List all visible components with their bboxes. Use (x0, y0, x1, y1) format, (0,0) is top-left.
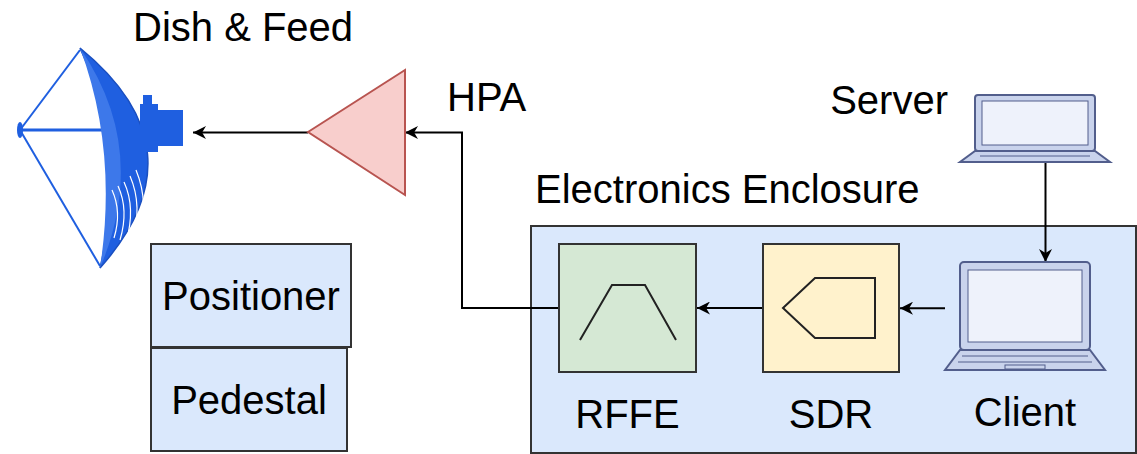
process-box: RFFE (558, 243, 697, 373)
signal-arrow (1045, 162, 1047, 262)
part-label: Electronics Enclosure (535, 166, 920, 212)
label-holder: Dish & Feed (133, 4, 353, 50)
box-label: Positioner (162, 273, 340, 319)
laptop-icon (945, 262, 1105, 370)
dish-grill (130, 176, 137, 242)
dish-grill (112, 190, 118, 238)
box-label: Pedestal (171, 377, 327, 423)
laptop-screen (975, 95, 1095, 151)
filter-symbol (580, 285, 676, 340)
laptop-trackpad (1005, 365, 1045, 369)
sdr-symbol (783, 278, 875, 338)
feed-horn (156, 110, 183, 146)
dish-face (80, 48, 121, 268)
part-label: HPA (447, 74, 526, 120)
part-label: RFFE (575, 391, 679, 437)
feed-horn (143, 95, 152, 105)
dish-antenna (17, 48, 183, 268)
laptop-base (960, 151, 1110, 162)
signal-arrow (193, 132, 308, 134)
part-label: Server (830, 77, 948, 123)
subreflector (17, 122, 23, 138)
process-box: Positioner (150, 243, 352, 348)
process-box: SDR (762, 243, 900, 373)
process-box: Pedestal (150, 347, 348, 452)
dish-grill (136, 170, 144, 240)
dish-grill (118, 186, 124, 240)
laptop-keys (962, 356, 1088, 357)
label-holder: Client (945, 389, 1105, 435)
computer-node: Server (960, 95, 1110, 162)
laptop-keys (958, 362, 1092, 363)
label-holder: RFFE (560, 391, 695, 437)
laptop-screen (960, 262, 1090, 350)
laptop-icon (960, 95, 1110, 162)
laptop-keys (980, 156, 1090, 157)
enclosure-box: RFFESDRClientElectronics Enclosure (530, 225, 1137, 454)
label-holder: SDR (764, 391, 898, 437)
laptop-base (945, 350, 1105, 370)
label-holder: Positioner (162, 273, 340, 319)
amplifier-triangle (308, 70, 405, 195)
laptop-display (982, 101, 1088, 145)
signal-arrow (405, 133, 558, 309)
label-holder: Pedestal (171, 377, 327, 423)
dish-strut (20, 130, 100, 266)
label-holder: HPA (447, 74, 526, 120)
part-label: SDR (789, 391, 873, 437)
computer-node: Client (945, 262, 1105, 372)
dish-strut (20, 50, 80, 130)
signal-arrow (900, 307, 945, 309)
dish-strut (20, 129, 142, 132)
label-holder: Electronics Enclosure (535, 166, 920, 212)
feed-horn (140, 104, 158, 152)
laptop-display (968, 270, 1082, 342)
label-holder: Server (830, 77, 948, 123)
dish-reflector (80, 48, 148, 268)
amplifier-node: HPA (308, 70, 405, 195)
signal-arrow (697, 307, 762, 309)
antenna-node: Dish & Feed (5, 45, 193, 270)
part-label: Dish & Feed (133, 4, 353, 50)
part-label: Client (974, 389, 1076, 435)
dish-grill (124, 182, 131, 242)
